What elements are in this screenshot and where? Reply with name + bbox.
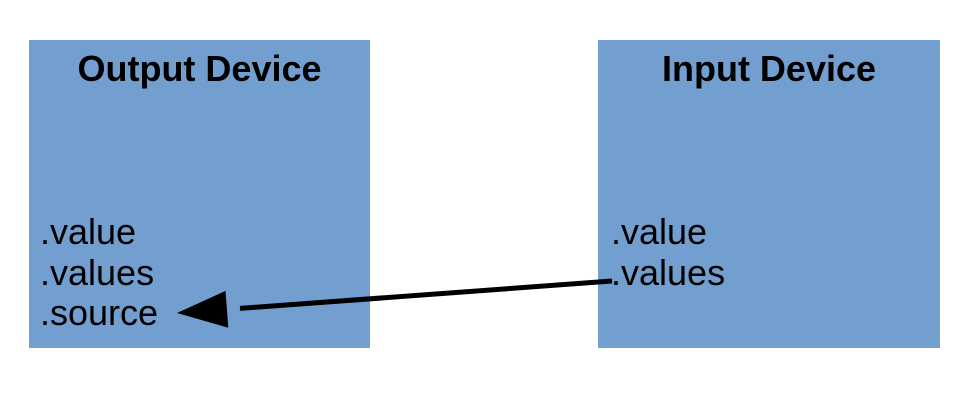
output-device-title: Output Device <box>77 48 322 89</box>
output-device-properties: .value .values .source <box>40 211 159 334</box>
property-label-values: .values <box>611 251 726 293</box>
input-device-title: Input Device <box>661 48 877 89</box>
input-device-properties: .value .values <box>611 211 726 293</box>
output-device-box: Output Device .value .values .source <box>29 40 370 348</box>
input-device-box: Input Device .value .values <box>598 40 940 348</box>
property-label-value: .value <box>40 211 137 252</box>
property-label-source: .source <box>40 292 159 333</box>
property-label-values: .values <box>40 251 155 293</box>
property-label-value: .value <box>611 211 708 252</box>
